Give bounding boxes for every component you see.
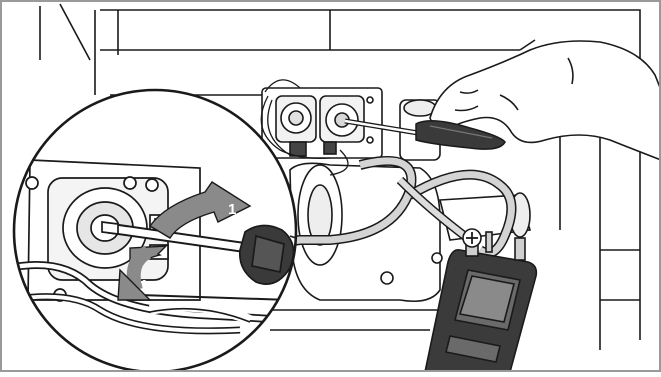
rotation-label-lower: 1 [140, 277, 148, 294]
rotation-label-upper: 1 [228, 201, 236, 218]
